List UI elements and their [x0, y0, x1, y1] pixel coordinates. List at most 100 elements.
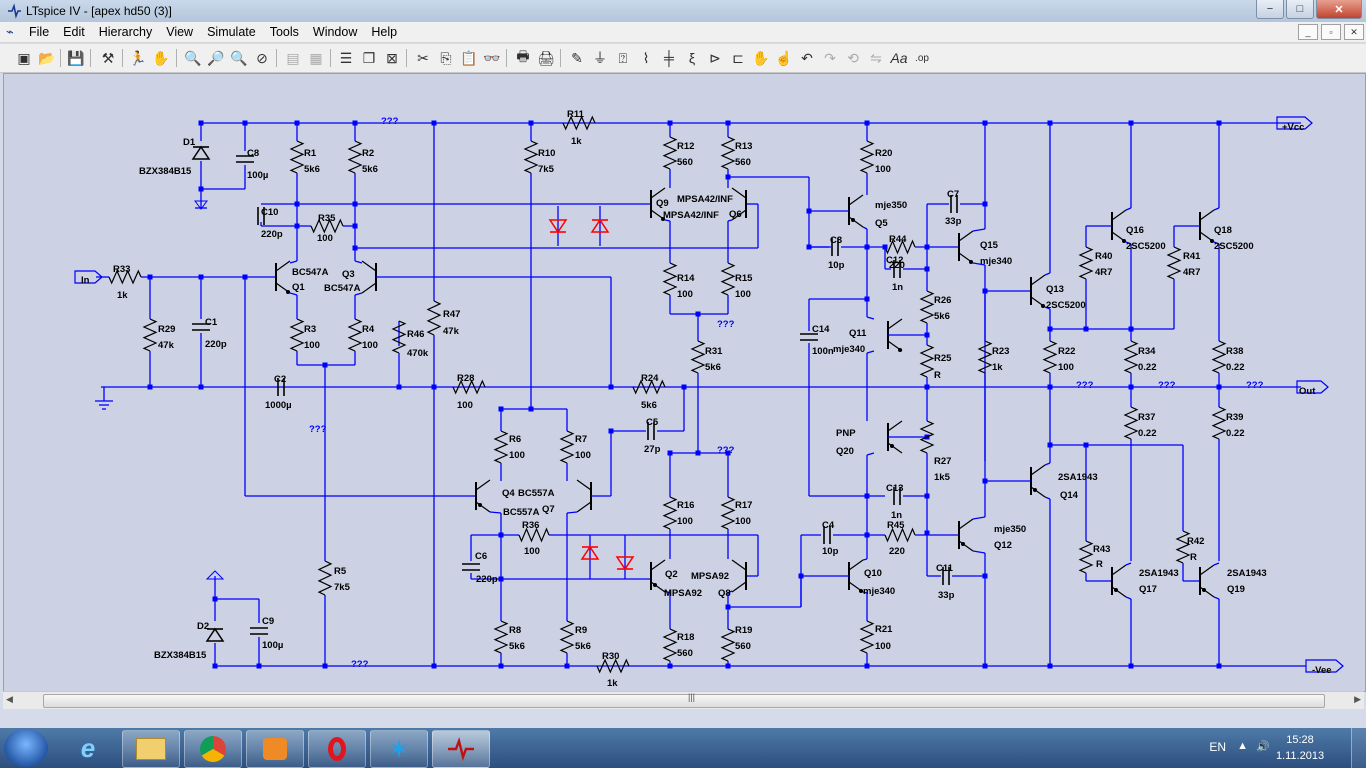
schematic-label: 2SC5200	[1126, 241, 1166, 252]
opera-icon[interactable]	[308, 730, 366, 768]
file-explorer-icon[interactable]	[122, 730, 180, 768]
autorange-icon[interactable]: ▤	[286, 49, 300, 66]
undo-icon[interactable]: ↶	[801, 49, 813, 66]
find-icon[interactable]: 👓	[483, 49, 501, 66]
ie-icon[interactable]: e	[80, 732, 96, 763]
label-net-icon[interactable]: ⍰	[618, 49, 628, 66]
schematic-label: 10p	[822, 546, 839, 557]
copy-icon[interactable]: ⎘	[440, 49, 452, 66]
menu-tools[interactable]: Tools	[269, 25, 299, 39]
scroll-right-icon[interactable]: ▶	[1354, 694, 1361, 704]
mdi-minimize-button[interactable]: _	[1298, 24, 1318, 40]
menu-file[interactable]: File	[29, 25, 50, 39]
minimize-button[interactable]: −	[1256, 0, 1284, 19]
zoom-in-icon[interactable]: 🔍	[184, 49, 202, 66]
resistor-r10	[523, 140, 539, 174]
rotate-icon[interactable]: ⟲	[847, 49, 859, 66]
scroll-left-icon[interactable]: ◀	[6, 694, 13, 704]
zoom-full-icon[interactable]: ⊘	[256, 49, 268, 66]
menu-view[interactable]: View	[166, 25, 194, 39]
show-desktop-button[interactable]	[1351, 728, 1366, 768]
junction	[396, 384, 402, 390]
schematic-label: R24	[641, 373, 659, 384]
schematic-label: R35	[318, 213, 336, 224]
maximize-button[interactable]: □	[1286, 0, 1314, 19]
ltspice-taskbar-icon[interactable]	[432, 730, 490, 768]
junction	[528, 406, 534, 412]
schematic-label: BC547A	[324, 283, 361, 294]
text-icon[interactable]: Aa	[890, 50, 908, 66]
schematic-label: Q1	[292, 282, 305, 293]
cascade-icon[interactable]: ❐	[362, 49, 376, 66]
wire	[972, 550, 986, 554]
save-icon[interactable]: 💾	[67, 49, 85, 66]
tile-icon-2[interactable]: ☰	[339, 49, 353, 66]
diode-icon[interactable]: ⊳	[709, 49, 721, 66]
transistor-q13	[1041, 304, 1045, 308]
menu-hierarchy[interactable]: Hierarchy	[98, 25, 153, 39]
mirror-icon[interactable]: ⇋	[870, 49, 882, 66]
resistor-r6	[493, 430, 509, 464]
resistor-r34	[1123, 340, 1139, 374]
clock-time[interactable]: 15:28	[1286, 734, 1314, 746]
show-hidden-icons-icon[interactable]: ▲	[1237, 740, 1248, 752]
ground-icon[interactable]: ⏚	[593, 50, 607, 66]
wire	[1044, 306, 1051, 310]
drag-icon[interactable]: ☝	[775, 49, 793, 66]
schematic-label: 100n	[812, 346, 834, 357]
zoom-out-icon[interactable]: 🔍	[230, 49, 248, 66]
schematic-label: 560	[677, 157, 693, 168]
spice-directive-icon[interactable]: .op	[915, 52, 929, 64]
resistor-r11	[562, 115, 596, 131]
paste-icon[interactable]: 📋	[460, 49, 478, 66]
media-player-icon[interactable]	[246, 730, 304, 768]
volume-icon[interactable]: 🔊	[1256, 741, 1270, 753]
chrome-icon[interactable]	[184, 730, 242, 768]
schematic-drawing[interactable]: D1BZX384B15C8100µR15k6R25k6???R111kR107k…	[4, 74, 1365, 691]
resistor-r29	[142, 318, 158, 352]
start-button[interactable]	[4, 729, 48, 767]
cut-icon[interactable]: ✂	[417, 49, 429, 66]
resistor-icon[interactable]: ⌇	[642, 49, 650, 66]
control-panel-icon[interactable]: ⚒	[101, 49, 115, 66]
transistor-q4	[478, 503, 482, 507]
schematic-label: ???	[351, 659, 369, 670]
mdi-close-button[interactable]: ✕	[1344, 24, 1364, 40]
print-setup-icon[interactable]: 🖶	[516, 48, 530, 64]
document-icon[interactable]: ⌁	[6, 24, 14, 39]
menu-edit[interactable]: Edit	[63, 25, 85, 39]
halt-icon[interactable]: ✋	[152, 49, 170, 66]
schematic-label: 1k	[607, 678, 618, 689]
run-icon[interactable]: 🏃	[129, 49, 147, 66]
menu-help[interactable]: Help	[371, 25, 398, 39]
move-icon[interactable]: ✋	[752, 49, 770, 66]
telenor-icon[interactable]: ✶	[370, 730, 428, 768]
redo-icon[interactable]: ↷	[824, 49, 836, 66]
close-button[interactable]: ✕	[1316, 0, 1362, 19]
print-icon[interactable]: 🖨	[537, 49, 555, 66]
language-indicator[interactable]: EN	[1209, 740, 1226, 754]
resistor-r25	[919, 344, 935, 378]
menu-simulate[interactable]: Simulate	[207, 25, 256, 39]
mdi-restore-button[interactable]: ▫	[1321, 24, 1341, 40]
resistor-r37	[1123, 406, 1139, 440]
zoom-pan-icon[interactable]: 🔎	[207, 49, 225, 66]
transistor-q6	[731, 209, 747, 221]
menu-window[interactable]: Window	[312, 25, 358, 39]
transistor-q1	[286, 290, 290, 294]
close-window-icon[interactable]: ⊠	[386, 49, 398, 66]
open-icon[interactable]: 📂	[38, 49, 56, 66]
component-icon[interactable]: ⊏	[732, 49, 744, 66]
transistor-q11	[898, 348, 902, 352]
horizontal-scrollbar[interactable]: ◀ ||| ▶	[3, 691, 1364, 709]
clock-date[interactable]: 1.11.2013	[1275, 750, 1325, 762]
new-schematic-icon[interactable]: ▣	[17, 49, 31, 66]
resistor-r24	[632, 379, 666, 395]
inductor-icon[interactable]: ξ	[688, 50, 696, 66]
draw-wire-icon[interactable]: ✎	[571, 49, 583, 66]
scroll-thumb[interactable]	[43, 694, 1325, 708]
tile-icon[interactable]: ▦	[309, 49, 323, 66]
capacitor-icon[interactable]: ╪	[664, 50, 674, 66]
schematic-label: -Vee	[1312, 665, 1332, 676]
